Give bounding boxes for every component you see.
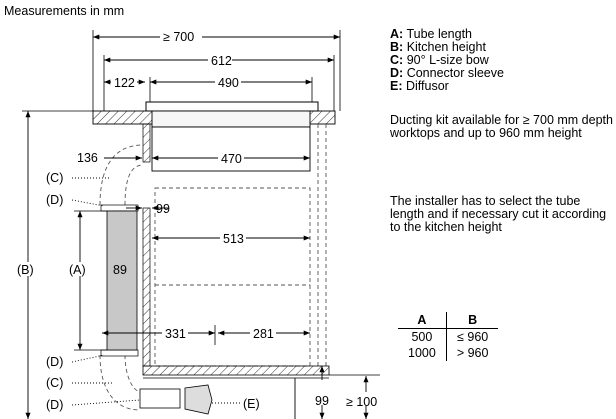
table-row: 500 ≤ 960 bbox=[398, 328, 498, 345]
dim-line-470: 470 bbox=[152, 151, 310, 166]
table-header-B: B bbox=[446, 312, 499, 329]
dim-line-99-top: 99 bbox=[126, 202, 170, 216]
label-A: (A) bbox=[69, 263, 86, 277]
legend-item-C: C: 90° L-size bow bbox=[390, 53, 489, 67]
dim-line-B: (B) bbox=[14, 110, 93, 419]
diffusor bbox=[139, 384, 240, 415]
label-E: (E) bbox=[243, 397, 260, 411]
table-cell: 1000 bbox=[398, 345, 447, 361]
dim-331: 331 bbox=[165, 327, 186, 341]
table-header-A: A bbox=[398, 312, 447, 329]
label-D-middle: (D) bbox=[46, 355, 63, 369]
legend-item-B: B: Kitchen height bbox=[390, 40, 486, 54]
dim-line-513: 513 bbox=[152, 231, 310, 246]
connector-sleeve-bottom bbox=[100, 349, 139, 357]
plinth bbox=[142, 365, 380, 419]
dim-line-100: ≥ 100 bbox=[346, 376, 377, 419]
dim-89: 89 bbox=[113, 263, 127, 277]
dim-470: 470 bbox=[221, 152, 242, 166]
dim-line-331: 331 bbox=[102, 325, 216, 345]
label-D-lower: (D) bbox=[46, 398, 63, 412]
callout-D-lower: (D) bbox=[46, 398, 141, 412]
dim-line-122: 122 bbox=[104, 75, 145, 90]
duct-bow-upper bbox=[99, 144, 144, 206]
dim-136: 136 bbox=[77, 151, 98, 165]
dim-281: 281 bbox=[253, 327, 274, 341]
dim-line-700: ≥ 700 bbox=[92, 29, 341, 111]
dim-122: 122 bbox=[114, 76, 135, 90]
dim-100: ≥ 100 bbox=[346, 395, 377, 409]
page-title: Measurements in mm bbox=[4, 4, 125, 18]
dim-99-top: 99 bbox=[156, 202, 170, 216]
note-ducting-kit: Ducting kit available for ≥ 700 mm depth… bbox=[390, 113, 613, 140]
tube bbox=[106, 210, 138, 351]
note-installer: The installer has to select the tube len… bbox=[390, 194, 607, 234]
table-cell: ≤ 960 bbox=[457, 330, 489, 344]
label-C-lower: (C) bbox=[46, 376, 63, 390]
cabinet-panel bbox=[142, 123, 151, 367]
callout-E: (E) bbox=[243, 397, 260, 411]
dim-line-612: 612 bbox=[103, 53, 335, 111]
duct-bow-lower bbox=[99, 354, 141, 411]
dim-99-bottom: 99 bbox=[315, 394, 329, 408]
dim-490: 490 bbox=[218, 76, 239, 90]
table-cell: > 960 bbox=[456, 346, 489, 360]
label-B: (B) bbox=[17, 263, 34, 277]
dim-line-A: (A) bbox=[66, 210, 107, 351]
table-header-row: A B bbox=[398, 312, 499, 329]
label-C-upper: (C) bbox=[46, 171, 63, 185]
legend-item-E: E: Diffusor bbox=[390, 79, 449, 93]
callout-C-lower: (C) bbox=[46, 376, 112, 390]
dim-612: 612 bbox=[211, 54, 232, 68]
legend-item-D: D: Connector sleeve bbox=[390, 66, 504, 80]
callout-D-upper: (D) bbox=[46, 193, 105, 207]
dim-line-136: 136 bbox=[77, 151, 142, 165]
dim-line-281: 281 bbox=[218, 326, 310, 341]
table-row: 1000 > 960 bbox=[398, 345, 498, 361]
legend-item-A: A: Tube length bbox=[390, 27, 473, 41]
label-D-upper: (D) bbox=[46, 193, 63, 207]
dim-513: 513 bbox=[223, 232, 244, 246]
dim-line-490: 490 bbox=[149, 75, 313, 102]
callout-C-upper: (C) bbox=[46, 171, 110, 185]
dim-line-99-bottom: 99 bbox=[315, 366, 329, 419]
dim-700: ≥ 700 bbox=[163, 30, 194, 44]
callout-D-middle: (D) bbox=[46, 354, 105, 369]
table-cell: 500 bbox=[398, 328, 447, 345]
legend: A: Tube length B: Kitchen height C: 90° … bbox=[390, 28, 614, 93]
tube-length-table: A B 500 ≤ 960 1000 > 960 bbox=[398, 312, 499, 361]
